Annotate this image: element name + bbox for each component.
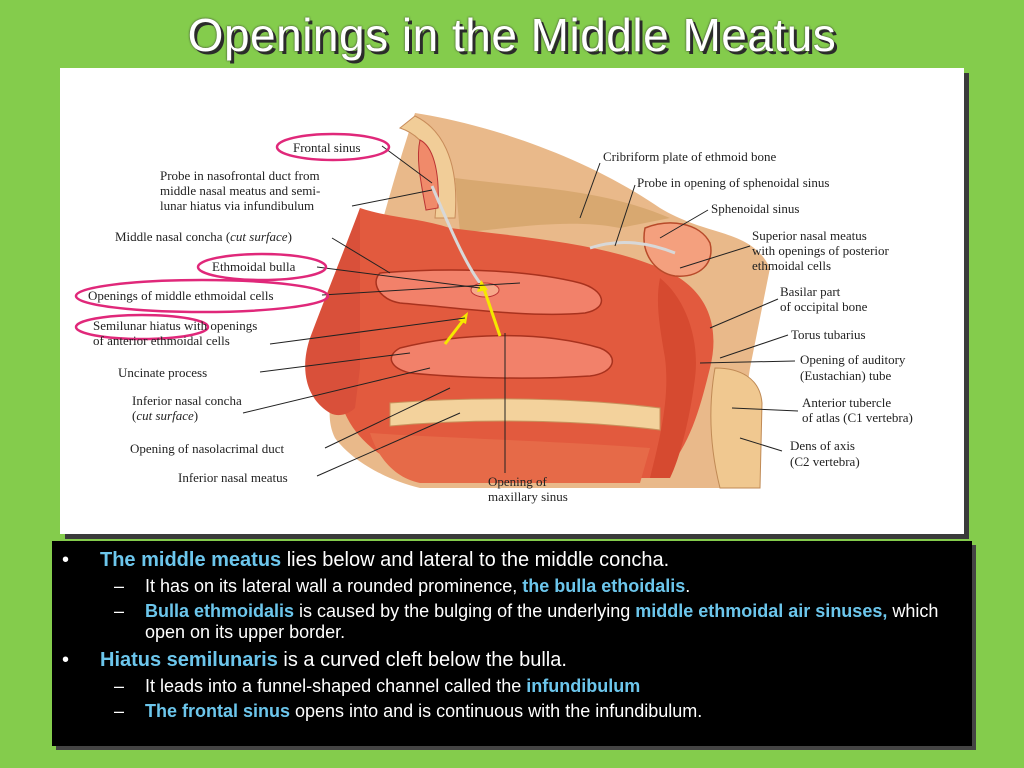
cranial-area	[455, 178, 670, 233]
sub-text: It has on its lateral wall a rounded pro…	[145, 576, 523, 596]
term-bulla-ethoidalis: the bulla ethoidalis	[522, 576, 686, 596]
sub-text-end: which open on its upper border.	[145, 601, 939, 642]
term-middle-meatus: The middle meatus	[100, 549, 282, 571]
label-sphenoidal-sinus: Sphenoidal sinus	[711, 201, 799, 216]
pharynx	[650, 278, 696, 478]
label-inferior-concha-1: Inferior nasal concha	[132, 393, 242, 408]
label-middle-concha: Middle nasal concha (cut surface)	[115, 229, 292, 244]
label-maxillary-2: maxillary sinus	[488, 489, 568, 504]
dash-mark: –	[114, 676, 125, 696]
label-auditory-1: Opening of auditory	[800, 352, 906, 367]
sub-bullet-bulla-cause: –Bulla ethmoidalis is caused by the bulg…	[62, 601, 954, 643]
hard-palate	[389, 398, 661, 431]
arrow-head-2	[477, 280, 488, 292]
dash-mark: –	[114, 576, 125, 596]
probe-nasofrontal	[430, 185, 482, 284]
highlight-ovals	[74, 132, 391, 341]
dash-mark: –	[114, 601, 125, 621]
slide-title: Openings in the Middle Meatus	[187, 9, 837, 61]
arrow-line-2	[481, 285, 502, 337]
label-basilar-2: of occipital bone	[780, 299, 868, 314]
sub-bullet-lateral-wall: –It has on its lateral wall a rounded pr…	[62, 576, 954, 597]
sub-text-end: .	[685, 576, 691, 596]
vertebrae	[710, 367, 763, 489]
oval-frontal-sinus	[275, 132, 391, 162]
label-uncinate: Uncinate process	[118, 365, 207, 380]
label-probe-3: lunar hiatus via infundibulum	[160, 198, 314, 213]
label-frontal-sinus: Frontal sinus	[293, 140, 361, 155]
inferior-concha	[390, 334, 614, 379]
label-tubercle-1: Anterior tubercle	[802, 395, 891, 410]
label-tubercle-2: of atlas (C1 vertebra)	[802, 410, 913, 425]
oval-semilunar	[74, 313, 210, 341]
label-dens-1: Dens of axis	[790, 438, 855, 453]
label-ethmoidal-bulla: Ethmoidal bulla	[212, 259, 296, 274]
label-torus: Torus tubarius	[791, 327, 866, 342]
label-auditory-2: (Eustachian) tube	[800, 368, 892, 383]
sub-text: is caused by the bulging of the underlyi…	[294, 601, 636, 621]
label-superior-meatus-2: with openings of posterior	[752, 243, 890, 258]
label-semilunar-2: of anterior ethmoidal cells	[93, 333, 230, 348]
leader-lines-left	[242, 145, 521, 477]
label-nasolacrimal: Opening of nasolacrimal duct	[130, 441, 285, 456]
label-cribriform: Cribriform plate of ethmoid bone	[603, 149, 777, 164]
label-superior-meatus-1: Superior nasal meatus	[752, 228, 867, 243]
leader-lines-right	[579, 162, 799, 452]
nasal-cavity-illustration: Frontal sinus Probe in nasofrontal duct …	[74, 113, 913, 504]
sub-text: It leads into a funnel-shaped channel ca…	[145, 676, 527, 696]
notes-box: • The middle meatus lies below and latera…	[52, 541, 972, 746]
oval-openings-middle	[74, 278, 330, 314]
bullet-middle-meatus: • The middle meatus lies below and latera…	[62, 547, 954, 573]
label-openings-middle: Openings of middle ethmoidal cells	[88, 288, 274, 303]
label-basilar-1: Basilar part	[780, 284, 841, 299]
term-bulla-ethmoidalis: Bulla ethmoidalis	[145, 601, 295, 621]
label-probe-1: Probe in nasofrontal duct from	[160, 168, 320, 183]
bullet-mark: •	[62, 549, 70, 571]
label-probe-2: middle nasal meatus and semi-	[160, 183, 320, 198]
bullet-text: lies below and lateral to the middle con…	[281, 549, 670, 571]
oval-ethmoidal-bulla	[196, 252, 328, 282]
label-dens-2: (C2 vertebra)	[790, 454, 860, 469]
sub-text-end: opens into and is continuous with the in…	[290, 701, 703, 721]
label-inferior-meatus: Inferior nasal meatus	[178, 470, 288, 485]
label-semilunar-1: Semilunar hiatus with openings	[93, 318, 257, 333]
bullet-text: is a curved cleft below the bulla.	[277, 649, 567, 671]
bullet-mark: •	[62, 649, 70, 671]
term-hiatus-semilunaris: Hiatus semilunaris	[100, 649, 278, 671]
term-frontal-sinus: The frontal sinus	[145, 701, 291, 721]
probe-sphenoidal	[589, 241, 676, 255]
term-infundibulum: infundibulum	[526, 676, 641, 696]
sub-bullet-infundibulum: –It leads into a funnel-shaped channel c…	[62, 676, 954, 697]
label-superior-meatus-3: ethmoidal cells	[752, 258, 831, 273]
arrow-line-1	[443, 317, 467, 345]
anatomy-figure: Frontal sinus Probe in nasofrontal duct …	[60, 68, 964, 534]
term-middle-ethmoidal-air-sinuses: middle ethmoidal air sinuses,	[635, 601, 888, 621]
label-probe-sphenoidal: Probe in opening of sphenoidal sinus	[637, 175, 829, 190]
external-nose	[305, 208, 360, 416]
bullet-hiatus-semilunaris: • Hiatus semilunaris is a curved cleft be…	[62, 647, 954, 673]
label-inferior-concha-2: (cut surface)	[132, 408, 198, 423]
dash-mark: –	[114, 701, 125, 721]
lower-region	[370, 433, 650, 483]
sub-bullet-frontal-sinus: –The frontal sinus opens into and is con…	[62, 701, 954, 722]
label-maxillary-1: Opening of	[488, 474, 548, 489]
